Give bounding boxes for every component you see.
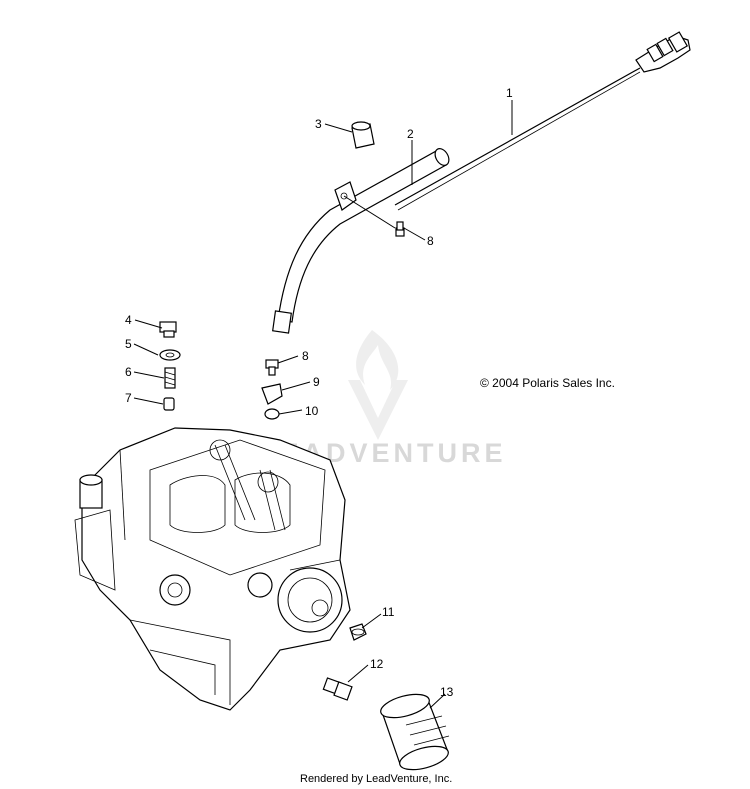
callout-9: 9 bbox=[313, 375, 320, 389]
callout-7: 7 bbox=[125, 391, 132, 405]
bolt-8b[interactable] bbox=[265, 359, 279, 376]
dipstick[interactable] bbox=[394, 31, 691, 211]
bolt-4[interactable] bbox=[159, 321, 177, 338]
callout-1: 1 bbox=[506, 86, 513, 100]
oil-filter-13[interactable] bbox=[378, 690, 450, 774]
callout-8a: 8 bbox=[427, 234, 434, 248]
callout-3: 3 bbox=[315, 117, 322, 131]
footer-text: Rendered by LeadVenture, Inc. bbox=[300, 773, 452, 785]
callout-2: 2 bbox=[407, 127, 414, 141]
bracket-9[interactable] bbox=[261, 383, 283, 405]
dipstick-tube[interactable] bbox=[272, 146, 452, 334]
callout-12: 12 bbox=[370, 657, 384, 671]
callout-8b: 8 bbox=[302, 349, 309, 363]
callout-10: 10 bbox=[305, 404, 319, 418]
copyright-text: © 2004 Polaris Sales Inc. bbox=[480, 376, 615, 390]
o-ring-10[interactable] bbox=[264, 408, 280, 420]
callout-5: 5 bbox=[125, 337, 132, 351]
watermark-logo bbox=[348, 330, 408, 440]
leader-lines bbox=[133, 100, 513, 709]
sleeve[interactable] bbox=[351, 121, 375, 149]
callout-11: 11 bbox=[382, 605, 395, 619]
fitting-12[interactable] bbox=[322, 677, 353, 701]
engine-crankcase[interactable] bbox=[74, 427, 351, 711]
bolt-8a[interactable] bbox=[395, 221, 405, 237]
callout-4: 4 bbox=[125, 313, 132, 327]
spring-6[interactable] bbox=[164, 367, 176, 389]
callout-13: 13 bbox=[440, 685, 454, 699]
washer-5[interactable] bbox=[159, 349, 181, 361]
callout-6: 6 bbox=[125, 365, 132, 379]
pin-7[interactable] bbox=[163, 397, 175, 411]
